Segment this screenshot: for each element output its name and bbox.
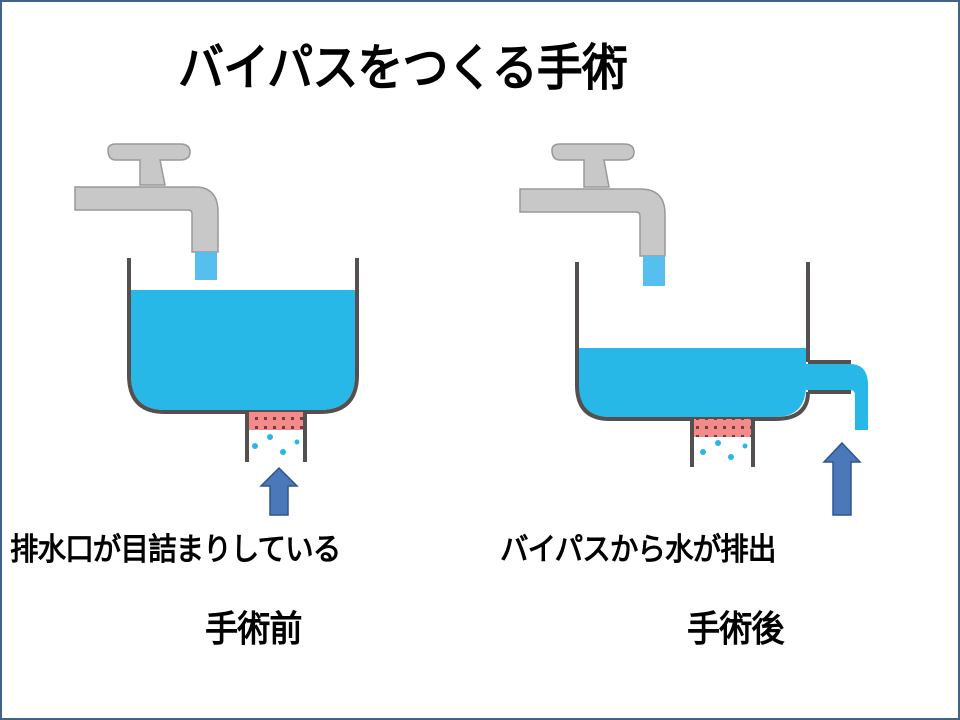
- basin-water: [131, 290, 355, 410]
- water-drops: [700, 440, 748, 460]
- basin-water: [577, 348, 806, 417]
- water-drops: [252, 434, 300, 455]
- after-caption: 手術後: [687, 609, 785, 650]
- clog-mesh: [249, 412, 304, 430]
- drain-pipe: [245, 412, 307, 462]
- drain-pipe: [690, 419, 755, 467]
- faucet-icon: [519, 143, 666, 257]
- clog-mesh: [694, 419, 751, 437]
- water-stream: [643, 256, 665, 286]
- before-illustration: [74, 143, 359, 516]
- after-illustration: [519, 143, 868, 516]
- page-title: バイパスをつくる手術: [178, 39, 628, 97]
- arrow-up-icon: [822, 441, 862, 516]
- bypass-water: [806, 364, 868, 430]
- faucet-icon: [74, 143, 219, 253]
- before-description: 排水口が目詰まりしている: [10, 532, 341, 568]
- basin-wall: [575, 262, 810, 421]
- before-caption: 手術前: [205, 609, 303, 650]
- basin-wall: [127, 258, 359, 414]
- after-description: バイパスから水が排出: [500, 532, 776, 568]
- water-stream: [195, 252, 217, 280]
- arrow-up-icon: [259, 466, 299, 516]
- bypass-pipe: [808, 360, 851, 394]
